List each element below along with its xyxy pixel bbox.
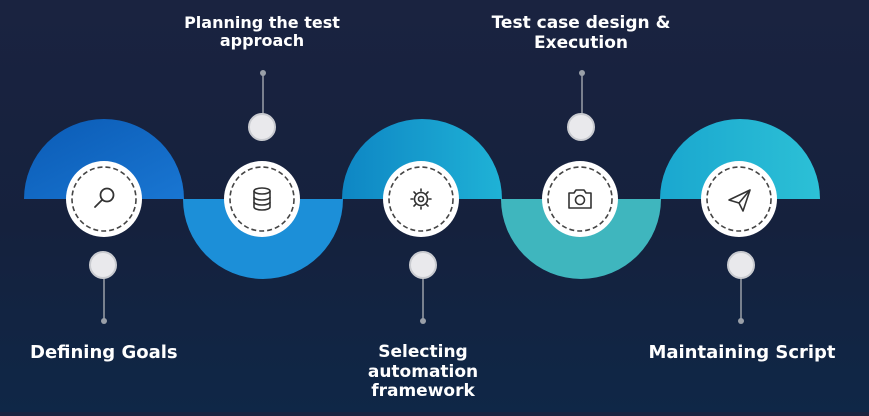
step-2-arc [183, 199, 343, 279]
step-5-icon-badge [701, 161, 777, 237]
connector-5 [727, 251, 755, 324]
step-label-planning-test-approach: Planning the test approach [184, 13, 340, 51]
connector-2 [248, 70, 276, 141]
paper-plane-icon [728, 189, 751, 212]
step-4-icon-badge [542, 161, 618, 237]
step-label-selecting-framework: Selecting automation framework [367, 342, 479, 402]
step-label-defining-goals: Defining Goals [30, 342, 178, 363]
step-5-arc [660, 119, 820, 199]
magnifier-icon [94, 187, 115, 208]
step-label-test-case-design: Test case design & Execution [491, 13, 671, 53]
connector-1 [89, 251, 117, 324]
database-icon [253, 187, 271, 211]
step-2-icon-badge [224, 161, 300, 237]
camera-icon [568, 189, 592, 209]
connector-3 [409, 251, 437, 324]
step-3-icon-badge [383, 161, 459, 237]
connector-4 [567, 70, 595, 141]
step-label-maintaining-script: Maintaining Script [648, 342, 836, 363]
step-1-icon-badge [66, 161, 142, 237]
step-1-arc [24, 119, 184, 199]
step-3-arc [342, 119, 502, 199]
gear-icon [410, 188, 432, 210]
step-4-arc [501, 199, 661, 279]
